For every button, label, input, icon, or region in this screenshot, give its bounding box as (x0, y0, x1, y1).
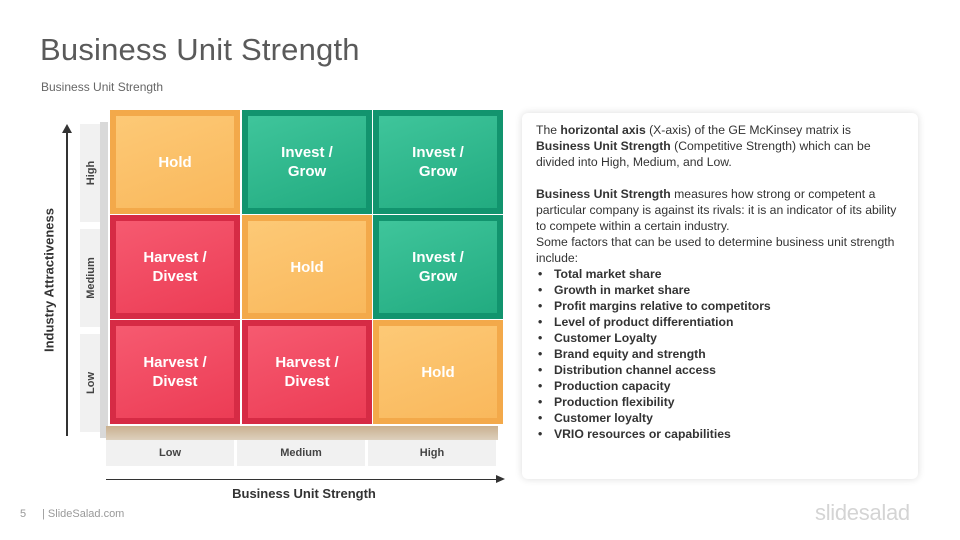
brand-logo: slidesalad (815, 500, 910, 525)
paragraph-factors-intro: Some factors that can be used to determi… (536, 235, 895, 265)
cell-label: Invest / Grow (412, 144, 464, 180)
y-axis-arrow-icon (62, 124, 72, 133)
row-label-text: Medium (85, 257, 97, 299)
row-label-text: High (85, 160, 98, 186)
matrix-cell-high-medium: Invest / Grow (242, 110, 372, 214)
cell-label: Invest / Grow (281, 144, 333, 180)
cell-label: Harvest / Divest (275, 354, 339, 390)
ge-mckinsey-matrix: Hold Invest / Grow Invest / Grow Harvest… (106, 110, 506, 440)
page-number: 5 (20, 508, 27, 520)
matrix-cell-high-high: Invest / Grow (373, 110, 503, 214)
text-run: (Competitive Strength) which can be divi… (536, 139, 871, 169)
matrix-left-edge (100, 122, 108, 438)
matrix-cell-low-low: Harvest / Divest (110, 320, 240, 424)
list-item: Production flexibility (536, 394, 904, 410)
footer-site-link[interactable]: | SlideSalad.com (42, 508, 125, 520)
list-item: Growth in market share (536, 282, 904, 298)
list-item: VRIO resources or capabilities (536, 426, 904, 442)
list-item: Customer Loyalty (536, 330, 904, 346)
row-label-medium: Medium (80, 229, 102, 327)
slide-subtitle: Business Unit Strength (41, 80, 164, 94)
x-axis-title: Business Unit Strength (232, 486, 376, 501)
y-axis-title: Industry Attractiveness (41, 207, 57, 353)
cell-label: Hold (421, 363, 455, 381)
list-item: Level of product differentiation (536, 314, 904, 330)
text-bold: horizontal axis (560, 123, 646, 137)
cell-label: Harvest / Divest (143, 354, 207, 390)
list-item: Profit margins relative to competitors (536, 298, 904, 314)
text-run: The (536, 123, 561, 137)
y-axis-line (66, 132, 68, 436)
description-panel: The horizontal axis (X-axis) of the GE M… (522, 113, 918, 479)
text-run: (X-axis) of the GE McKinsey matrix is (645, 123, 851, 137)
list-item: Total market share (536, 266, 904, 282)
matrix-cell-low-medium: Harvest / Divest (242, 320, 372, 424)
cell-label: Invest / Grow (412, 249, 464, 285)
list-item: Brand equity and strength (536, 346, 904, 362)
x-axis-arrow-icon (496, 475, 505, 483)
paragraph-definition: Business Unit Strength measures how stro… (536, 186, 904, 234)
row-label-low: Low (80, 334, 102, 432)
matrix-cell-medium-medium: Hold (242, 215, 372, 319)
cell-label: Hold (158, 153, 192, 171)
text-bold: Business Unit Strength (536, 187, 671, 201)
text-run: measures how strong or competent a parti… (536, 187, 897, 233)
col-label-high: High (368, 440, 496, 466)
cell-label: Harvest / Divest (143, 249, 207, 285)
paragraph-horizontal-axis: The horizontal axis (X-axis) of the GE M… (536, 122, 904, 170)
matrix-cell-high-low: Hold (110, 110, 240, 214)
list-item: Distribution channel access (536, 362, 904, 378)
matrix-bottom-edge (106, 426, 498, 440)
col-label-low: Low (106, 440, 234, 466)
list-item: Production capacity (536, 378, 904, 394)
matrix-cell-medium-low: Harvest / Divest (110, 215, 240, 319)
list-item: Customer loyalty (536, 410, 904, 426)
text-bold: Business Unit Strength (536, 139, 671, 153)
cell-label: Hold (290, 258, 324, 276)
matrix-cell-medium-high: Invest / Grow (373, 215, 503, 319)
col-label-medium: Medium (237, 440, 365, 466)
row-label-high: High (80, 124, 102, 222)
slide-title: Business Unit Strength (40, 32, 360, 67)
matrix-cell-low-high: Hold (373, 320, 503, 424)
row-label-text: Low (85, 372, 97, 394)
x-axis-line (106, 479, 498, 480)
factors-list: Total market share Growth in market shar… (536, 266, 904, 442)
